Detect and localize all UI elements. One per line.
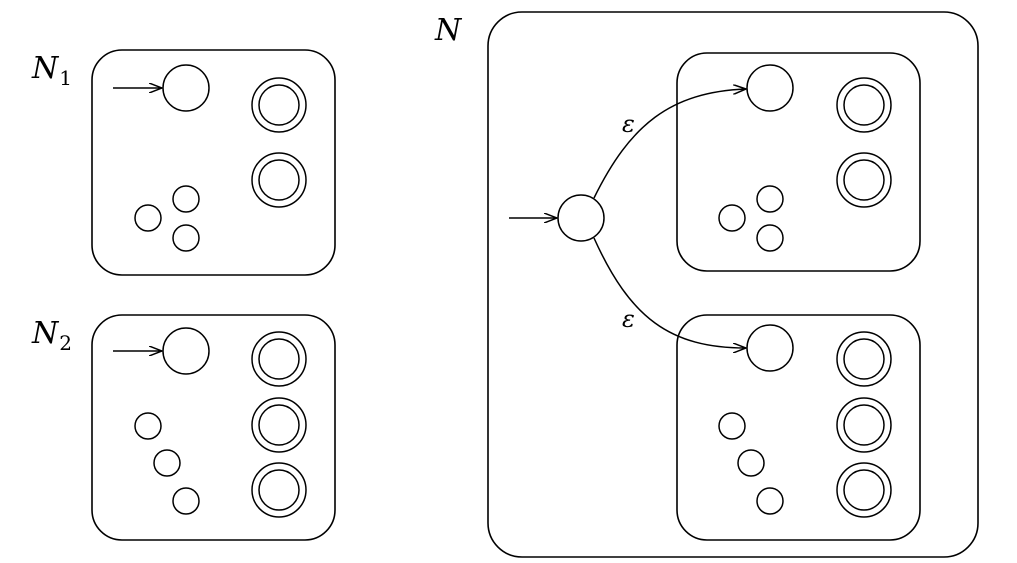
n2-state <box>134 412 162 440</box>
n-inner-box-n1 <box>676 52 921 272</box>
n2-box <box>91 314 336 541</box>
n-inner-box-n2 <box>676 314 921 541</box>
n1-accept-state <box>251 152 307 208</box>
epsilon-label-lower: ε <box>622 305 635 333</box>
epsilon-transition-upper <box>593 89 746 199</box>
nfa-n: N ε ε <box>434 11 979 558</box>
n-new-start-state <box>557 194 605 242</box>
n1-start-state <box>162 64 210 112</box>
n1-copy-accept-state <box>836 77 892 133</box>
n2-copy-state <box>756 487 784 515</box>
n1-copy-start-state <box>746 64 794 112</box>
n2-accept-state <box>251 331 307 387</box>
n1-state <box>134 204 162 232</box>
nfa-n2: N2 <box>31 314 336 541</box>
n2-copy-accept-state <box>836 397 892 453</box>
nfa-n1: N1 <box>31 49 336 276</box>
n2-accept-state <box>251 462 307 518</box>
n2-copy-state <box>718 412 746 440</box>
n2-copy-state <box>737 449 765 477</box>
n1-accept-state <box>251 77 307 133</box>
n2-copy-accept-state <box>836 331 892 387</box>
n1-box <box>91 49 336 276</box>
n2-state <box>153 449 181 477</box>
n2-state <box>172 487 200 515</box>
n1-label: N1 <box>31 51 72 90</box>
n1-state <box>172 224 200 252</box>
n1-state <box>172 185 200 213</box>
n1-copy-accept-state <box>836 152 892 208</box>
n1-copy-state <box>718 204 746 232</box>
epsilon-transition-lower <box>593 237 746 348</box>
n1-copy-state <box>756 185 784 213</box>
n2-start-state <box>162 327 210 375</box>
n-label: N <box>434 13 463 48</box>
n-outer-box <box>487 11 979 558</box>
n2-copy-start-state <box>746 324 794 372</box>
n2-copy-accept-state <box>836 462 892 518</box>
n1-copy-state <box>756 224 784 252</box>
n2-label: N2 <box>31 316 72 355</box>
epsilon-label-upper: ε <box>622 110 635 138</box>
n2-accept-state <box>251 397 307 453</box>
